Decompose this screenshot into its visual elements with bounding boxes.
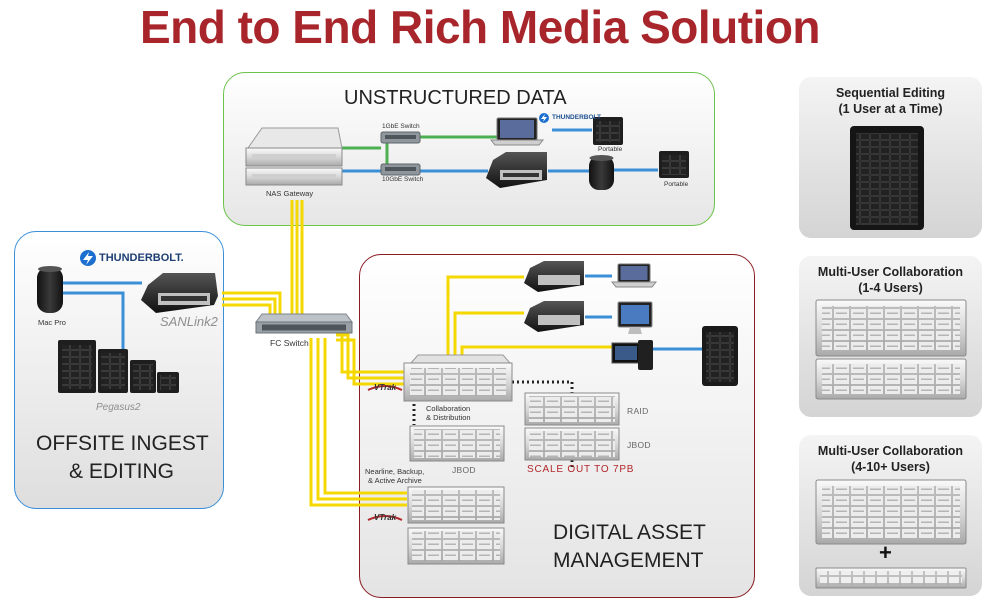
jbod-right-label: JBOD (627, 440, 651, 450)
offsite-title-line2: & EDITING (69, 460, 175, 483)
macbook-laptop (489, 117, 545, 146)
mac-pro-unstructured (589, 155, 614, 190)
imac-display (617, 301, 653, 334)
macbook-dam (610, 263, 658, 288)
diagram-title: End to End Rich Media Solution (139, 1, 821, 53)
dam-title-line2: MANAGEMENT (553, 549, 704, 572)
pegasus-tower-dam (702, 326, 738, 386)
jbod-left (409, 425, 505, 462)
vtrak-logo-top (367, 385, 403, 391)
sanlink-enclosure-dam-mid (524, 301, 584, 332)
sanlink-enclosure-dam-top (524, 261, 584, 292)
panel-plus-sign: + (879, 540, 892, 565)
workstation-dam (611, 340, 653, 370)
vtrak-logo-top-label: VTrak (374, 383, 397, 392)
vtrak-logo-bottom-label: VTrak (374, 513, 397, 522)
thunderbolt-logo-large (80, 250, 96, 266)
vtrak-rack-panel-4-10 (815, 479, 967, 589)
panel-title-line2: (4-10+ Users) (851, 460, 930, 474)
vtrak-rack-panel-1-4 (815, 299, 967, 400)
sanlink-enclosure-offsite (141, 273, 218, 313)
switch-1gbe-label: 1GbE Switch (382, 123, 420, 130)
switch-10gbe (380, 163, 421, 176)
collaboration-label-line2: & Distribution (426, 413, 471, 422)
pegasus-label: Pegasus2 (96, 402, 141, 413)
collaboration-label-line1: Collaboration (426, 404, 471, 413)
fc-switch-label: FC Switch (270, 338, 309, 348)
thunderbolt-logo-small (539, 113, 549, 123)
unstructured-data-title: UNSTRUCTURED DATA (344, 87, 567, 109)
thunderbolt-links (63, 128, 702, 353)
panel-title-line2: (1 User at a Time) (838, 102, 943, 116)
thunderbolt-small-label: THUNDERBOLT (552, 114, 601, 121)
fc-switch (255, 313, 353, 334)
dam-title-line1: DIGITAL ASSET (553, 521, 706, 544)
sanlink-enclosure-unstructured (486, 152, 547, 188)
raid-label: RAID (627, 406, 649, 416)
pegasus-portable-bottom (659, 151, 689, 178)
pegasus-portable-top (593, 117, 623, 145)
switch-1gbe (380, 131, 421, 144)
switch-10gbe-label: 10GbE Switch (382, 176, 424, 183)
mac-pro-offsite (37, 266, 63, 313)
sas-expansion-links (412, 380, 574, 470)
jbod-left-label: JBOD (452, 465, 476, 475)
vtrak-logo-bottom (367, 515, 403, 521)
sanlink-label: SANLink2 (160, 314, 218, 329)
nas-gateway-label: NAS Gateway (266, 189, 314, 198)
vtrak-collaboration-unit (403, 354, 513, 402)
nas-gateway (245, 127, 343, 186)
mac-pro-label: Mac Pro (38, 318, 66, 327)
pegasus-array-offsite (58, 340, 179, 393)
offsite-title-line1: OFFSITE INGEST (36, 432, 209, 455)
thunderbolt-large-label: THUNDERBOLT. (99, 252, 184, 264)
pegasus-tower-panel (850, 126, 924, 230)
nearline-label-line1: Nearline, Backup, (365, 467, 425, 476)
portable-bottom-label: Portable (664, 181, 689, 188)
panel-title-line1: Multi-User Collaboration (817, 265, 964, 279)
scale-out-label: SCALE OUT TO 7PB (527, 464, 635, 475)
nearline-label-line2: & Active Archive (368, 476, 422, 485)
panel-title-line1: Sequential Editing (835, 86, 946, 100)
jbod-right (524, 427, 620, 461)
panel-title-line1: Multi-User Collaboration (817, 444, 964, 458)
portable-top-label: Portable (598, 146, 623, 153)
panel-title-line2: (1-4 Users) (858, 281, 923, 295)
vtrak-nearline-archive (407, 486, 505, 565)
raid-array-right (524, 392, 620, 426)
